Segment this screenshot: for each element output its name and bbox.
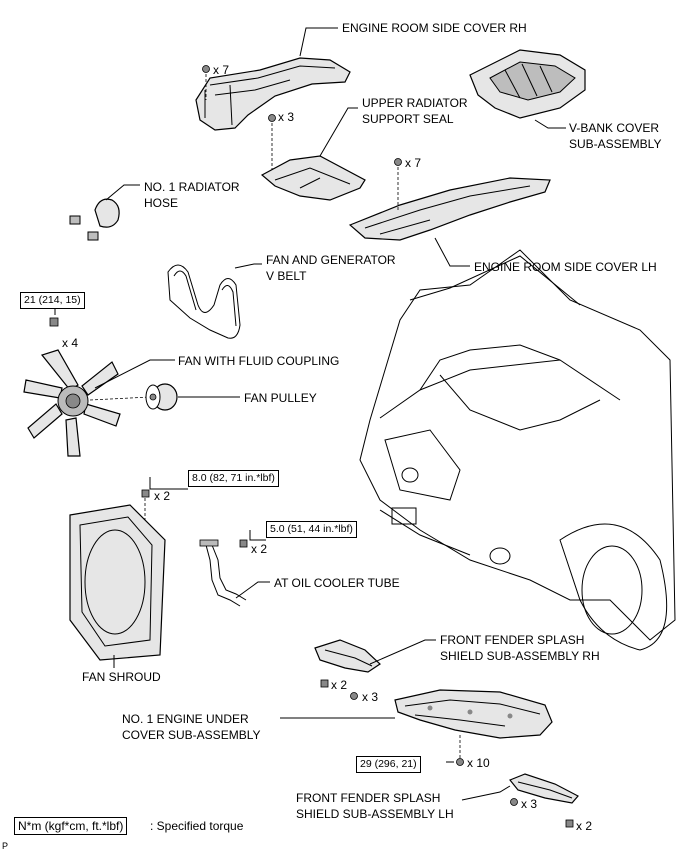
qty-support-seal-clips: x 3 <box>278 110 295 124</box>
engine-under-cover-part <box>394 689 553 739</box>
bolt-icon <box>565 819 574 828</box>
at-oil-cooler-tube-part <box>199 539 247 607</box>
legend-unit-text: : Specified torque <box>150 819 244 833</box>
engine-room-side-cover-lh-part <box>348 177 551 241</box>
label-engine-room-side-cover-lh: ENGINE ROOM SIDE COVER LH <box>474 260 657 274</box>
label-fan-generator-v-belt: FAN AND GENERATOR <box>266 253 396 267</box>
torque-fan-nut: 21 (214, 15) <box>20 292 85 309</box>
label-radiator-hose-2: HOSE <box>144 196 179 210</box>
screw-icon <box>510 798 518 806</box>
label-engine-under-cover: NO. 1 ENGINE UNDER <box>122 712 249 726</box>
label-splash-shield-lh-2: SHIELD SUB-ASSEMBLY LH <box>296 807 454 821</box>
nut-icon <box>49 317 59 327</box>
fan-generator-v-belt-part <box>167 264 241 339</box>
vehicle-illustration <box>359 249 676 651</box>
label-fan-shroud: FAN SHROUD <box>82 670 161 684</box>
qty-fan-nuts: x 4 <box>62 336 79 350</box>
label-engine-room-side-cover-rh: ENGINE ROOM SIDE COVER RH <box>342 21 527 35</box>
label-engine-under-cover-2: COVER SUB-ASSEMBLY <box>122 728 261 742</box>
v-bank-cover-part <box>469 49 586 119</box>
label-splash-shield-rh: FRONT FENDER SPLASH <box>440 633 585 647</box>
splash-shield-rh-part <box>314 639 381 673</box>
torque-under-cover-bolt: 29 (296, 21) <box>356 756 421 773</box>
screw-icon <box>350 692 358 700</box>
engine-room-side-cover-rh-part <box>195 57 351 131</box>
qty-side-cover-lh-clips: x 7 <box>405 156 422 170</box>
label-v-bank-cover-2: SUB-ASSEMBLY <box>569 137 662 151</box>
label-radiator-hose: NO. 1 RADIATOR <box>144 180 240 194</box>
torque-shroud-bolt: 8.0 (82, 71 in.*lbf) <box>188 470 279 487</box>
radiator-hose-part <box>69 198 120 241</box>
upper-radiator-support-seal-part <box>260 155 366 201</box>
fan-shroud-part <box>69 504 166 661</box>
bolt-icon <box>141 489 150 498</box>
label-fan-pulley: FAN PULLEY <box>244 391 317 405</box>
qty-splash-lh-screws: x 3 <box>521 797 538 811</box>
qty-splash-rh-bolts: x 2 <box>331 678 348 692</box>
qty-splash-lh-bolts: x 2 <box>576 819 593 833</box>
torque-cooler-tube-bolt: 5.0 (51, 44 in.*lbf) <box>266 521 357 538</box>
legend-unit-box: N*m (kgf*cm, ft.*lbf) <box>14 817 128 835</box>
label-upper-radiator-support-seal-2: SUPPORT SEAL <box>362 112 454 126</box>
clip-icon <box>268 114 276 122</box>
label-fan-fluid-coupling: FAN WITH FLUID COUPLING <box>178 354 340 368</box>
clip-icon <box>394 158 402 166</box>
bolt-icon <box>320 679 329 688</box>
label-splash-shield-lh: FRONT FENDER SPLASH <box>296 791 441 805</box>
bolt-icon <box>456 758 464 766</box>
qty-splash-rh-screws: x 3 <box>362 690 379 704</box>
label-splash-shield-rh-2: SHIELD SUB-ASSEMBLY RH <box>440 649 600 663</box>
qty-side-cover-rh-clips: x 7 <box>213 63 230 77</box>
footer-mark: P <box>2 841 9 851</box>
bolt-icon <box>239 539 248 548</box>
qty-under-cover-bolts: x 10 <box>467 756 490 770</box>
clip-icon <box>202 65 210 73</box>
fan-pulley-part <box>145 383 178 411</box>
fan-fluid-coupling-part <box>23 349 121 457</box>
splash-shield-lh-part <box>509 773 579 804</box>
qty-shroud-bolts: x 2 <box>154 489 171 503</box>
qty-cooler-tube-bolts: x 2 <box>251 542 268 556</box>
label-fan-generator-v-belt-2: V BELT <box>266 269 307 283</box>
label-upper-radiator-support-seal: UPPER RADIATOR <box>362 96 468 110</box>
label-at-oil-cooler-tube: AT OIL COOLER TUBE <box>274 576 400 590</box>
label-v-bank-cover: V-BANK COVER <box>569 121 660 135</box>
